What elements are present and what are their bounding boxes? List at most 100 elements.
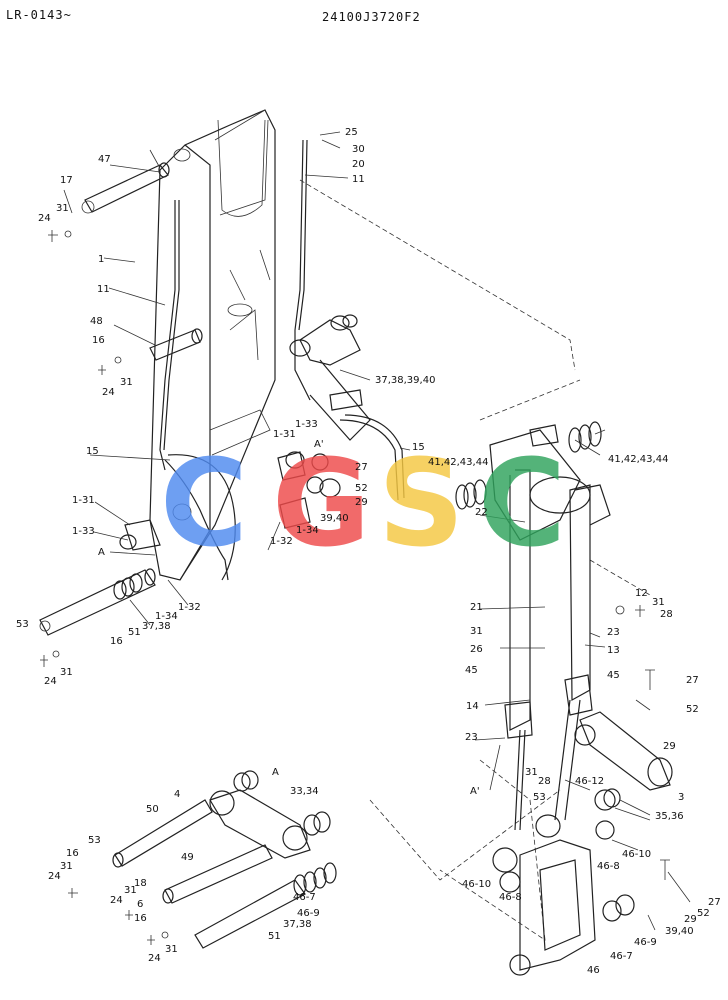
callout-label: 24: [110, 895, 123, 906]
callout-label: 31: [165, 944, 178, 955]
hose-11-left: [159, 200, 176, 471]
callout-label: 21: [470, 602, 483, 613]
callout-label: 52: [355, 483, 368, 494]
cylinder-head-upper: [289, 314, 371, 441]
pin-48: [149, 328, 203, 361]
callout-label: 46: [587, 965, 600, 976]
callout-label: 49: [181, 852, 194, 863]
link-arm-3: [574, 711, 673, 811]
model-code: LR-0143~: [6, 8, 72, 22]
callout-label: 50: [146, 804, 159, 815]
callout-label: 1-33: [72, 526, 95, 537]
link-4: [209, 770, 331, 859]
callout-label: 41,42,43,44: [608, 454, 669, 465]
callout-label: 24: [102, 387, 115, 398]
callout-label: 45: [607, 670, 620, 681]
bracket-46: [492, 814, 635, 976]
cylinder-13: [554, 484, 593, 821]
cylinder-14: [504, 469, 533, 831]
callout-label: 16: [134, 913, 147, 924]
callout-label: 29: [355, 497, 368, 508]
callout-label: 1-32: [270, 536, 293, 547]
callout-label: 4: [174, 789, 181, 800]
callout-label: 14: [466, 701, 479, 712]
callout-label: 46-10: [462, 879, 492, 890]
callout-label: 46-8: [499, 892, 522, 903]
callout-label: 37,38: [142, 621, 171, 632]
callout-label: 37,38,39,40: [375, 375, 436, 386]
callout-label: 1-31: [273, 429, 296, 440]
callout-label: 46-7: [610, 951, 633, 962]
callout-label: 24: [148, 953, 161, 964]
callout-label: 15: [86, 446, 99, 457]
callout-label: 53: [533, 792, 546, 803]
callout-label: 1-31: [72, 495, 95, 506]
callout-label: 23: [607, 627, 620, 638]
callout-label: 23: [465, 732, 478, 743]
callout-label: 15: [412, 442, 425, 453]
callout-label: 47: [98, 154, 111, 165]
callout-label: A: [272, 767, 279, 778]
callout-label: 25: [345, 127, 358, 138]
callout-label: 29: [684, 914, 697, 925]
callout-label: 31: [60, 667, 73, 678]
callout-label: 26: [470, 644, 483, 655]
pin-51-left: [39, 568, 156, 636]
pin-50: [112, 799, 213, 868]
callout-label: 31: [124, 885, 137, 896]
callout-label: 29: [663, 741, 676, 752]
callout-label: 1-34: [296, 525, 319, 536]
part-number: 24100J3720F2: [322, 10, 421, 24]
callout-label: 46-9: [634, 937, 657, 948]
callout-label: 39,40: [320, 513, 349, 524]
callout-label: 3: [678, 792, 685, 803]
callout-label: 51: [268, 931, 281, 942]
hose-11-right: [294, 139, 311, 401]
callout-label: 53: [16, 619, 29, 630]
callout-label: 20: [352, 159, 365, 170]
callout-label: 31: [652, 597, 665, 608]
callout-label: 24: [44, 676, 57, 687]
fasteners: [40, 230, 670, 945]
cylinder-heads-right: [455, 421, 611, 541]
callout-label: 46-8: [597, 861, 620, 872]
callout-label: 1: [98, 254, 105, 265]
callout-label: 1-33: [295, 419, 318, 430]
callout-label: 28: [538, 776, 551, 787]
callout-label: A': [314, 439, 324, 450]
callout-label: 28: [660, 609, 673, 620]
callout-label: 16: [110, 636, 123, 647]
callout-label: 30: [352, 144, 365, 155]
callout-label: 1-32: [178, 602, 201, 613]
callout-label: 31: [60, 861, 73, 872]
hose-15-right: [339, 419, 399, 501]
callout-label: 1-34: [155, 611, 178, 622]
callout-label: 31: [525, 767, 538, 778]
callout-label: 27: [686, 675, 699, 686]
callout-label: 37,38: [283, 919, 312, 930]
callout-label: 31: [56, 203, 69, 214]
callout-label: 16: [92, 335, 105, 346]
callout-label: 48: [90, 316, 103, 327]
callout-label: 16: [66, 848, 79, 859]
pin-49: [162, 844, 273, 904]
callout-label: 46-10: [622, 849, 652, 860]
pin-47: [81, 162, 170, 214]
leader-lines: [63, 131, 691, 931]
callout-label: 17: [60, 175, 73, 186]
callout-label: 52: [686, 704, 699, 715]
callout-label: 46-12: [575, 776, 605, 787]
callout-label: 35,36: [655, 811, 684, 822]
callout-label: 18: [134, 878, 147, 889]
callout-label: 31: [470, 626, 483, 637]
callout-label: 46-7: [293, 892, 316, 903]
callout-label: A: [98, 547, 105, 558]
callout-label: 53: [88, 835, 101, 846]
callout-label: 39,40: [665, 926, 694, 937]
callout-label: 45: [465, 665, 478, 676]
boom-arm: [149, 109, 276, 581]
callout-label: 52: [697, 908, 710, 919]
callout-label: 12: [635, 588, 648, 599]
callout-label: 24: [38, 213, 51, 224]
